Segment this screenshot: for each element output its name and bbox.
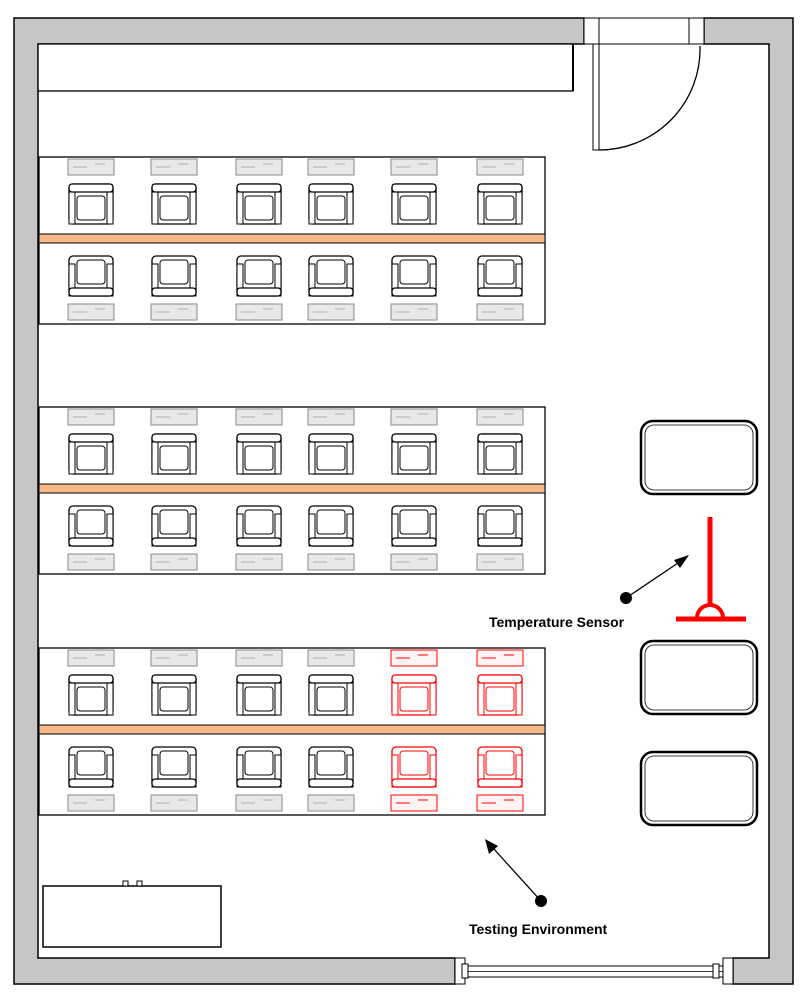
workstation (150, 505, 198, 571)
sensor-annotation: Temperature Sensor (489, 555, 689, 630)
desk-row (38, 647, 546, 816)
desk-row-divider (38, 724, 546, 735)
workstation (67, 158, 115, 225)
workstation (235, 158, 283, 225)
bottom-window (454, 957, 734, 985)
workstation (476, 158, 524, 225)
desk-row (38, 406, 546, 575)
environment-annotation: Testing Environment (469, 839, 608, 937)
workstation (150, 255, 198, 321)
workstation (307, 505, 355, 571)
workstation (476, 255, 524, 321)
side-table (639, 419, 759, 496)
workstation-highlighted (390, 746, 438, 812)
sensor-annotation-arrowhead (674, 555, 689, 568)
workstation (150, 158, 198, 225)
workstation (67, 746, 115, 812)
workstation (150, 408, 198, 475)
workstation-highlighted (390, 649, 438, 716)
workstation (307, 158, 355, 225)
workstation (67, 649, 115, 716)
wall-counter (37, 43, 574, 92)
workstation (235, 408, 283, 475)
workstation (67, 408, 115, 475)
workstation (67, 255, 115, 321)
environment-annotation-arrowhead (485, 839, 498, 854)
workstation (235, 505, 283, 571)
workstation-highlighted (476, 649, 524, 716)
side-table (639, 750, 759, 827)
workstation (307, 746, 355, 812)
workstation (235, 649, 283, 716)
temperature-sensor-icon (676, 517, 746, 622)
desk-row (38, 156, 546, 325)
desk-row-divider (38, 483, 546, 494)
side-table (639, 639, 759, 716)
workstation (67, 505, 115, 571)
workstation (150, 649, 198, 716)
desk-row-divider (38, 233, 546, 244)
workstation (307, 408, 355, 475)
workstation (390, 255, 438, 321)
workstation (235, 746, 283, 812)
instructor-desk (42, 880, 222, 948)
workstation (235, 255, 283, 321)
workstation (476, 408, 524, 475)
workstation (390, 505, 438, 571)
workstation (307, 255, 355, 321)
workstation (150, 746, 198, 812)
workstation (390, 408, 438, 475)
workstation (390, 158, 438, 225)
testing-environment-label: Testing Environment (469, 921, 608, 937)
workstation-highlighted (476, 746, 524, 812)
workstation (307, 649, 355, 716)
temperature-sensor-label: Temperature Sensor (489, 614, 625, 630)
workstation (476, 505, 524, 571)
desk-rows (38, 156, 546, 816)
entrance-door (583, 17, 705, 151)
